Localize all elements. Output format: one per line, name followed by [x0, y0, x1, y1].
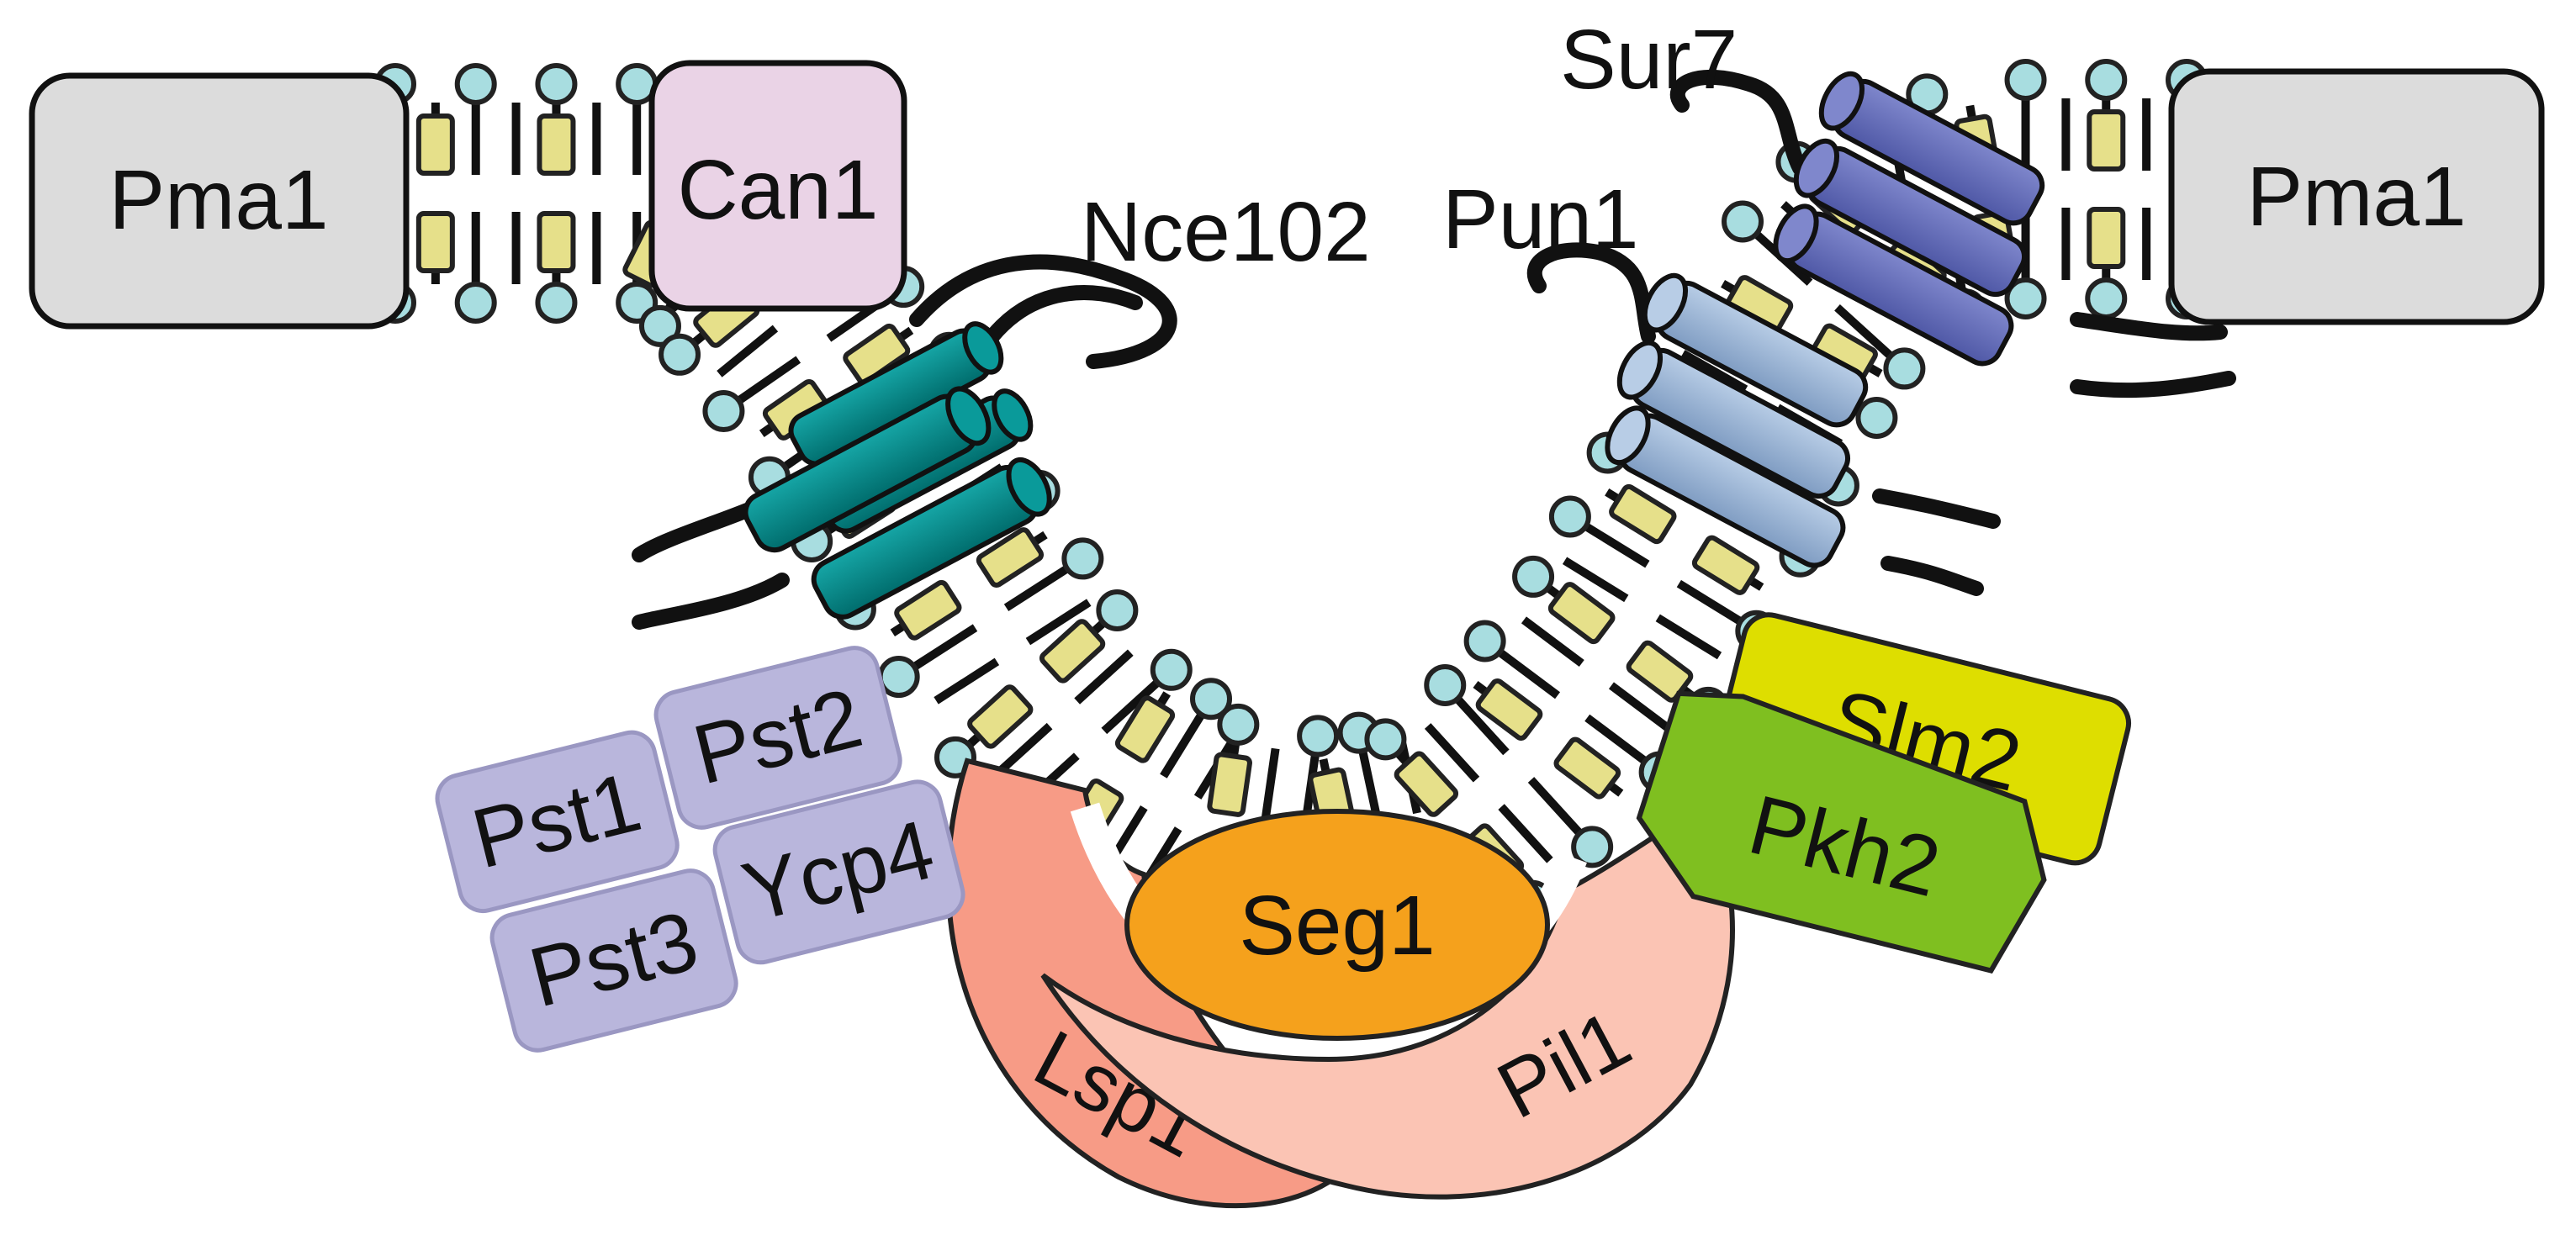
ycp4-protein: Ycp4	[712, 779, 965, 965]
lipid-tail	[1584, 522, 1650, 568]
lipid-head	[2085, 59, 2128, 101]
lipid-head	[1463, 620, 1506, 662]
lipid-head	[1722, 200, 1764, 243]
sterol	[1394, 751, 1459, 817]
lipid-tail	[1608, 682, 1672, 732]
lipid-head	[1364, 718, 1407, 761]
lipid-tail	[1521, 616, 1584, 667]
pkh2-protein: Pkh2	[1636, 690, 2047, 974]
lipid-tail	[717, 325, 779, 377]
lipid-head	[454, 63, 497, 105]
sterol	[415, 210, 455, 273]
pst2-protein: Pst2	[653, 646, 902, 830]
lipid-tail	[1074, 649, 1134, 705]
sterol	[1626, 640, 1694, 703]
lipid-head	[2004, 59, 2047, 101]
lipid-head	[877, 656, 920, 699]
lipid-tail	[1160, 712, 1205, 779]
lipid-head	[535, 63, 578, 105]
lipid-head	[1883, 347, 1926, 390]
can1-label: Can1	[677, 143, 878, 237]
lipid-tail	[1025, 599, 1092, 646]
seg1-protein: Seg1	[1124, 809, 1550, 1041]
sterol	[1609, 483, 1677, 545]
sterol	[1475, 678, 1543, 741]
lipid-tail	[1498, 804, 1553, 863]
sterol	[1691, 535, 1760, 595]
lipid-tail	[1680, 350, 1748, 393]
pma1-right-protein: Pma1	[2168, 68, 2545, 325]
sterol	[2087, 109, 2126, 172]
sterol	[1039, 619, 1106, 684]
lipid-head	[1096, 589, 1139, 631]
pun1-label: Pun1	[1442, 172, 1639, 267]
nce102-protein: Nce102	[632, 185, 1371, 630]
lipid-head	[535, 282, 578, 324]
pma1-left-label: Pma1	[108, 153, 328, 247]
sterol	[415, 113, 455, 176]
lipid-head	[1424, 663, 1467, 706]
sur7-protein: Sur7	[1560, 13, 2236, 399]
pma1-left-protein: Pma1	[29, 72, 410, 330]
sterol	[537, 211, 576, 273]
lipid-tail	[993, 722, 1053, 779]
lipid-head	[454, 282, 497, 324]
lipid-head	[702, 390, 745, 433]
sur7-label: Sur7	[1560, 13, 1738, 107]
lipid-tail	[912, 624, 978, 671]
pma1-right-label: Pma1	[2246, 150, 2466, 244]
lipid-tail	[1497, 648, 1561, 699]
lipid-tail	[1358, 750, 1383, 823]
lipid-head	[1855, 396, 1898, 439]
lipid-head	[659, 333, 701, 376]
lipid-head	[2085, 277, 2128, 319]
lipid-head	[1190, 678, 1233, 721]
lipid-head	[1571, 826, 1614, 868]
sterol	[894, 579, 962, 641]
lipid-tail	[1003, 565, 1070, 612]
lipid-head	[1150, 648, 1193, 691]
lipid-tail	[1834, 304, 1894, 360]
lipid-tail	[1562, 557, 1629, 603]
lipid-head	[638, 304, 681, 347]
lipid-head	[2004, 277, 2047, 319]
lipid-head	[1512, 555, 1555, 598]
sterol	[2087, 207, 2126, 269]
lipid-tail	[1101, 678, 1161, 735]
lipid-tail	[1261, 747, 1280, 821]
lipid-head	[1217, 703, 1260, 746]
sterol	[537, 113, 576, 176]
sterol	[976, 527, 1045, 589]
lipid-tail	[1527, 777, 1584, 837]
lipid-tail	[934, 657, 1000, 705]
lipid-head	[1297, 715, 1340, 757]
can1-protein: Can1	[648, 60, 907, 312]
lipid-tail	[736, 356, 801, 404]
pun1-protein: Pun1	[1442, 172, 2001, 596]
pst1-protein: Pst1	[435, 730, 680, 914]
sterol	[1547, 582, 1616, 645]
nce102-label: Nce102	[1081, 185, 1371, 279]
lipid-head	[1548, 495, 1591, 538]
sterol	[1114, 695, 1176, 763]
sterol	[967, 684, 1034, 749]
seg1-label: Seg1	[1239, 879, 1436, 973]
pil1-protein: Pil1	[1040, 803, 1735, 1200]
sterol	[1207, 752, 1252, 817]
lipid-tail	[1424, 723, 1480, 783]
lipid-tail	[1454, 695, 1510, 756]
pst3-protein: Pst3	[489, 868, 738, 1053]
lipid-tail	[1584, 714, 1648, 765]
lipid-tail	[1655, 614, 1722, 660]
lipid-tail	[1676, 579, 1743, 626]
lipid-head	[1061, 537, 1104, 580]
sterol	[1553, 736, 1621, 800]
